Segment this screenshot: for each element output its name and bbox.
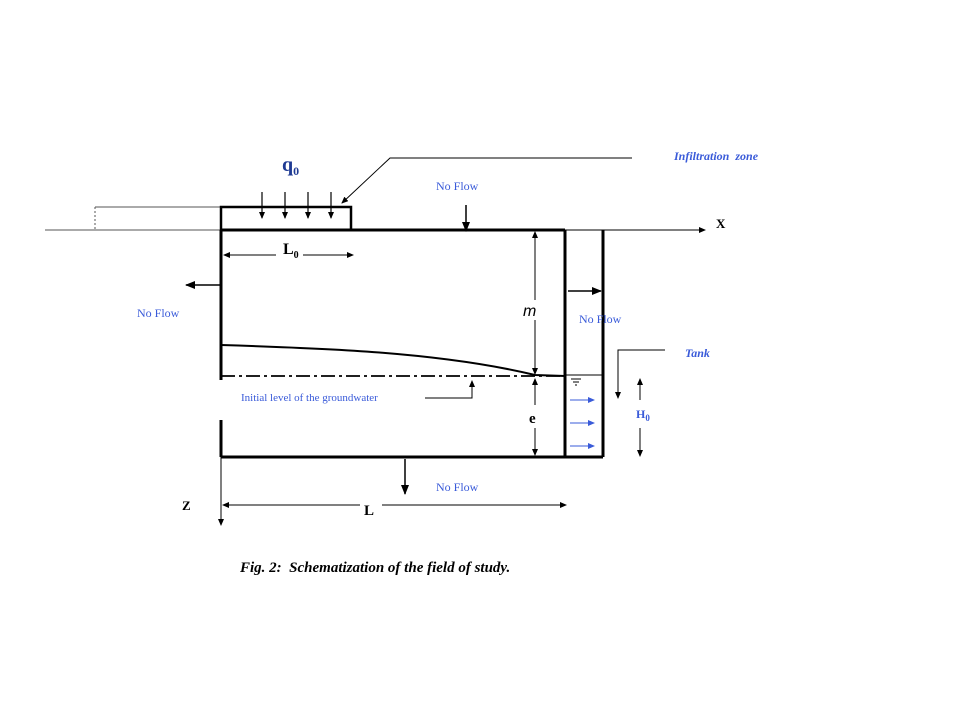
figure-caption: Fig. 2: Schematization of the field of s… <box>239 560 510 576</box>
ground-surface <box>45 206 220 231</box>
l0-label: L0 <box>283 241 299 261</box>
no-flow-top-label: No Flow <box>436 179 479 193</box>
initial-level-leader <box>425 380 475 399</box>
m-label: m <box>523 303 536 320</box>
infiltration-arrows <box>259 192 334 219</box>
tank <box>565 230 605 459</box>
no-flow-left-label: No Flow <box>137 306 180 320</box>
length-label: L <box>364 503 374 519</box>
z-axis-label: Z <box>182 498 191 513</box>
infiltration-leader <box>341 157 632 204</box>
water-surface-icon <box>571 378 581 386</box>
water-table-curve <box>220 344 566 377</box>
e-label: e <box>529 411 536 427</box>
h0-label: H0 <box>636 407 650 423</box>
no-flow-right-label: No Flow <box>579 312 622 326</box>
infiltration-zone-label: Infiltration zone <box>673 149 759 163</box>
tank-label: Tank <box>685 346 710 360</box>
initial-level-label: Initial level of the groundwater <box>241 392 378 404</box>
q0-label: q0 <box>282 154 299 178</box>
x-axis-label: X <box>716 216 726 231</box>
tank-leader <box>615 349 665 399</box>
no-flow-bottom-label: No Flow <box>436 480 479 494</box>
aquifer-box <box>219 228 567 459</box>
tank-inflow-arrows <box>570 397 595 449</box>
